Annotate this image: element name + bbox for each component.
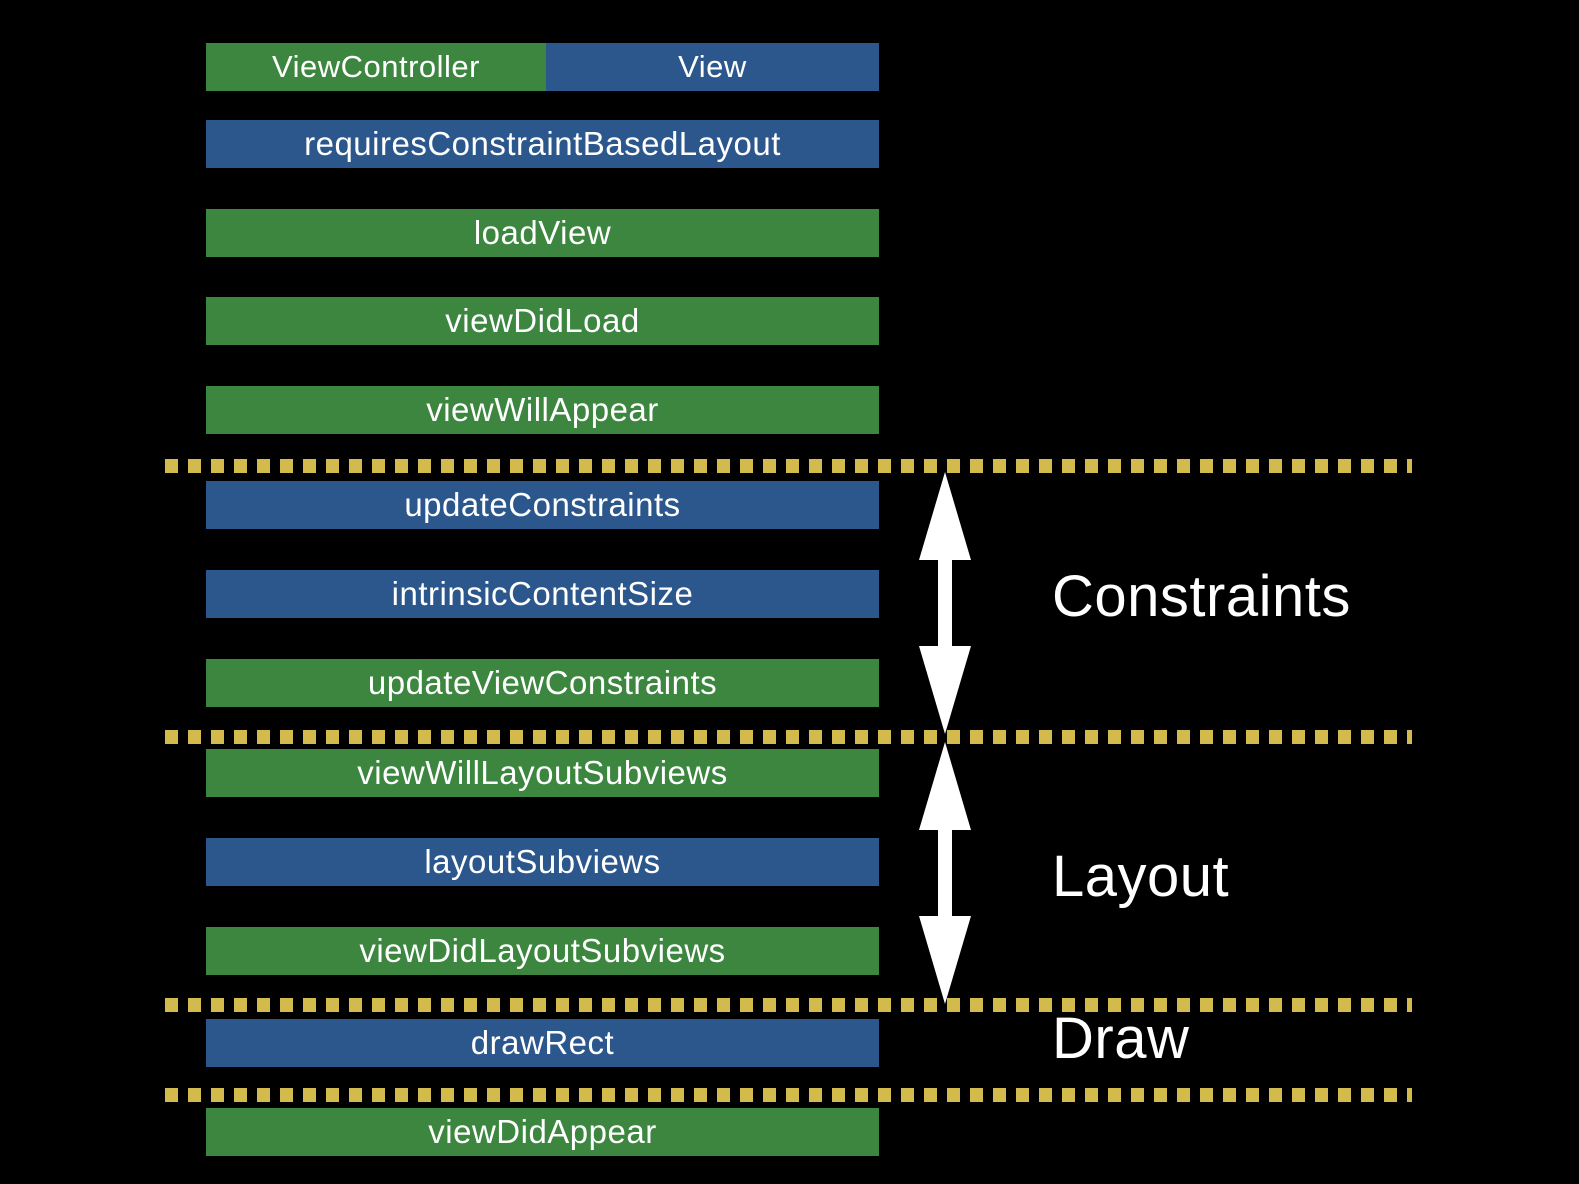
phase-divider-4	[165, 1088, 1412, 1102]
bar-viewwilllayoutsubviews: viewWillLayoutSubviews	[206, 749, 879, 797]
legend-viewcontroller: ViewController	[206, 43, 546, 91]
bar-viewdidappear: viewDidAppear	[206, 1108, 879, 1156]
double-arrow-icon	[919, 742, 971, 1004]
bar-layoutsubviews: layoutSubviews	[206, 838, 879, 886]
bar-label: viewDidAppear	[428, 1113, 657, 1150]
double-arrow-icon	[919, 472, 971, 734]
legend-bar: ViewController View	[206, 43, 879, 91]
legend-viewcontroller-label: ViewController	[271, 49, 480, 84]
bar-label: updateViewConstraints	[367, 664, 718, 701]
bar-label: loadView	[473, 214, 612, 251]
bar-viewwillappear: viewWillAppear	[206, 386, 879, 434]
legend-view: View	[546, 43, 879, 91]
bar-label: viewWillLayoutSubviews	[357, 754, 728, 791]
phase-label-draw: Draw	[1052, 1006, 1190, 1071]
bar-label: requiresConstraintBasedLayout	[304, 125, 781, 162]
bar-label: intrinsicContentSize	[391, 575, 694, 612]
bar-label: viewDidLoad	[445, 302, 640, 339]
bar-drawrect: drawRect	[206, 1019, 879, 1067]
legend-view-label: View	[678, 49, 747, 84]
bar-requiresconstraintbasedlayout: requiresConstraintBasedLayout	[206, 120, 879, 168]
bar-updateconstraints: updateConstraints	[206, 481, 879, 529]
bar-label: viewWillAppear	[426, 391, 659, 428]
bar-viewdidlayoutsubviews: viewDidLayoutSubviews	[206, 927, 879, 975]
phase-divider-2	[165, 730, 1412, 744]
bar-label: updateConstraints	[404, 486, 681, 523]
bar-label: viewDidLayoutSubviews	[359, 932, 726, 969]
bar-updateviewconstraints: updateViewConstraints	[206, 659, 879, 707]
bar-loadview: loadView	[206, 209, 879, 257]
bar-label: drawRect	[470, 1024, 615, 1061]
bar-viewdidload: viewDidLoad	[206, 297, 879, 345]
phase-label-constraints: Constraints	[1052, 564, 1351, 629]
bar-intrinsiccontentsize: intrinsicContentSize	[206, 570, 879, 618]
bar-label: layoutSubviews	[424, 843, 661, 880]
phase-divider-1	[165, 459, 1412, 473]
phase-divider-3	[165, 998, 1412, 1012]
phase-label-layout: Layout	[1052, 844, 1230, 909]
